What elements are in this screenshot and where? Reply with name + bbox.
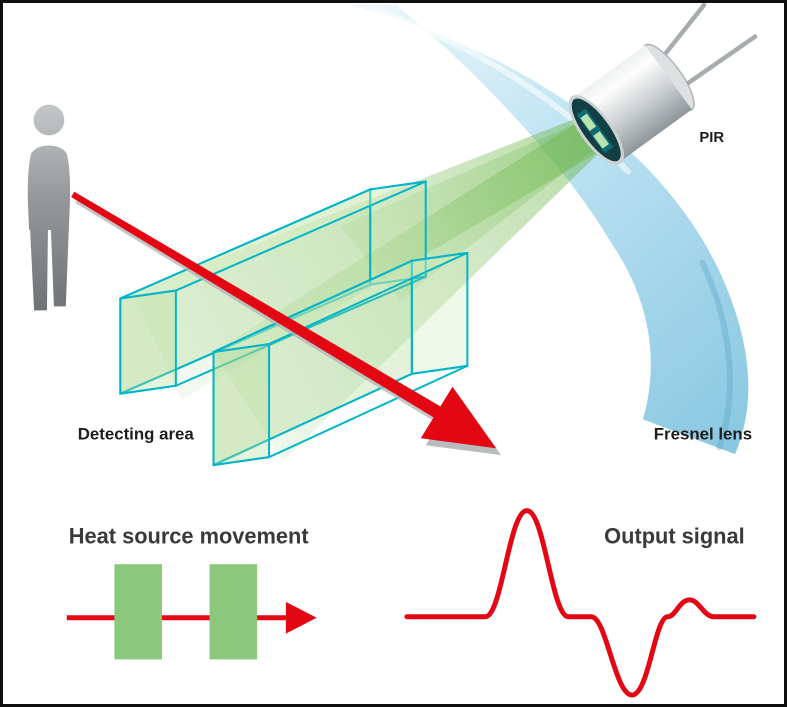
- movement-arrowhead: [420, 386, 497, 449]
- box2-front-face: [212, 342, 271, 467]
- lens-surface: [352, 4, 749, 455]
- person-figure: [27, 104, 71, 311]
- sensor-pin-lower: [677, 34, 758, 92]
- heat-arrowhead: [285, 601, 317, 634]
- label-fresnel-lens: Fresnel lens: [654, 424, 752, 443]
- person-body: [27, 145, 71, 231]
- lens-shade: [699, 259, 733, 451]
- movement-arrow: [71, 191, 502, 456]
- label-detecting-area: Detecting area: [78, 424, 195, 443]
- sensor-pin-upper: [655, 3, 707, 66]
- pir-diagram: Detecting area PIR Fresnel lens Heat sou…: [27, 3, 758, 698]
- output-waveform: [404, 508, 757, 698]
- sensor-element-2: [593, 131, 609, 149]
- pir-sensor: [568, 3, 758, 165]
- movement-arrow-shaft: [71, 191, 443, 420]
- heat-block-2: [209, 564, 258, 660]
- person-head: [33, 104, 65, 136]
- label-pir: PIR: [699, 130, 724, 146]
- detecting-box-2: [212, 251, 469, 467]
- sensor-element-1: [580, 113, 597, 132]
- label-heat-source-movement: Heat source movement: [69, 523, 309, 548]
- label-output-signal: Output signal: [604, 523, 744, 548]
- box1-front-face: [119, 289, 177, 395]
- heat-source-movement-graphic: [66, 564, 317, 660]
- beam-wedge-middle: [340, 114, 602, 301]
- person-leg-right: [50, 230, 69, 307]
- detection-beams: [132, 110, 603, 462]
- person-leg-left: [30, 230, 48, 311]
- lens-ridge: [607, 246, 650, 420]
- heat-block-1: [114, 564, 162, 660]
